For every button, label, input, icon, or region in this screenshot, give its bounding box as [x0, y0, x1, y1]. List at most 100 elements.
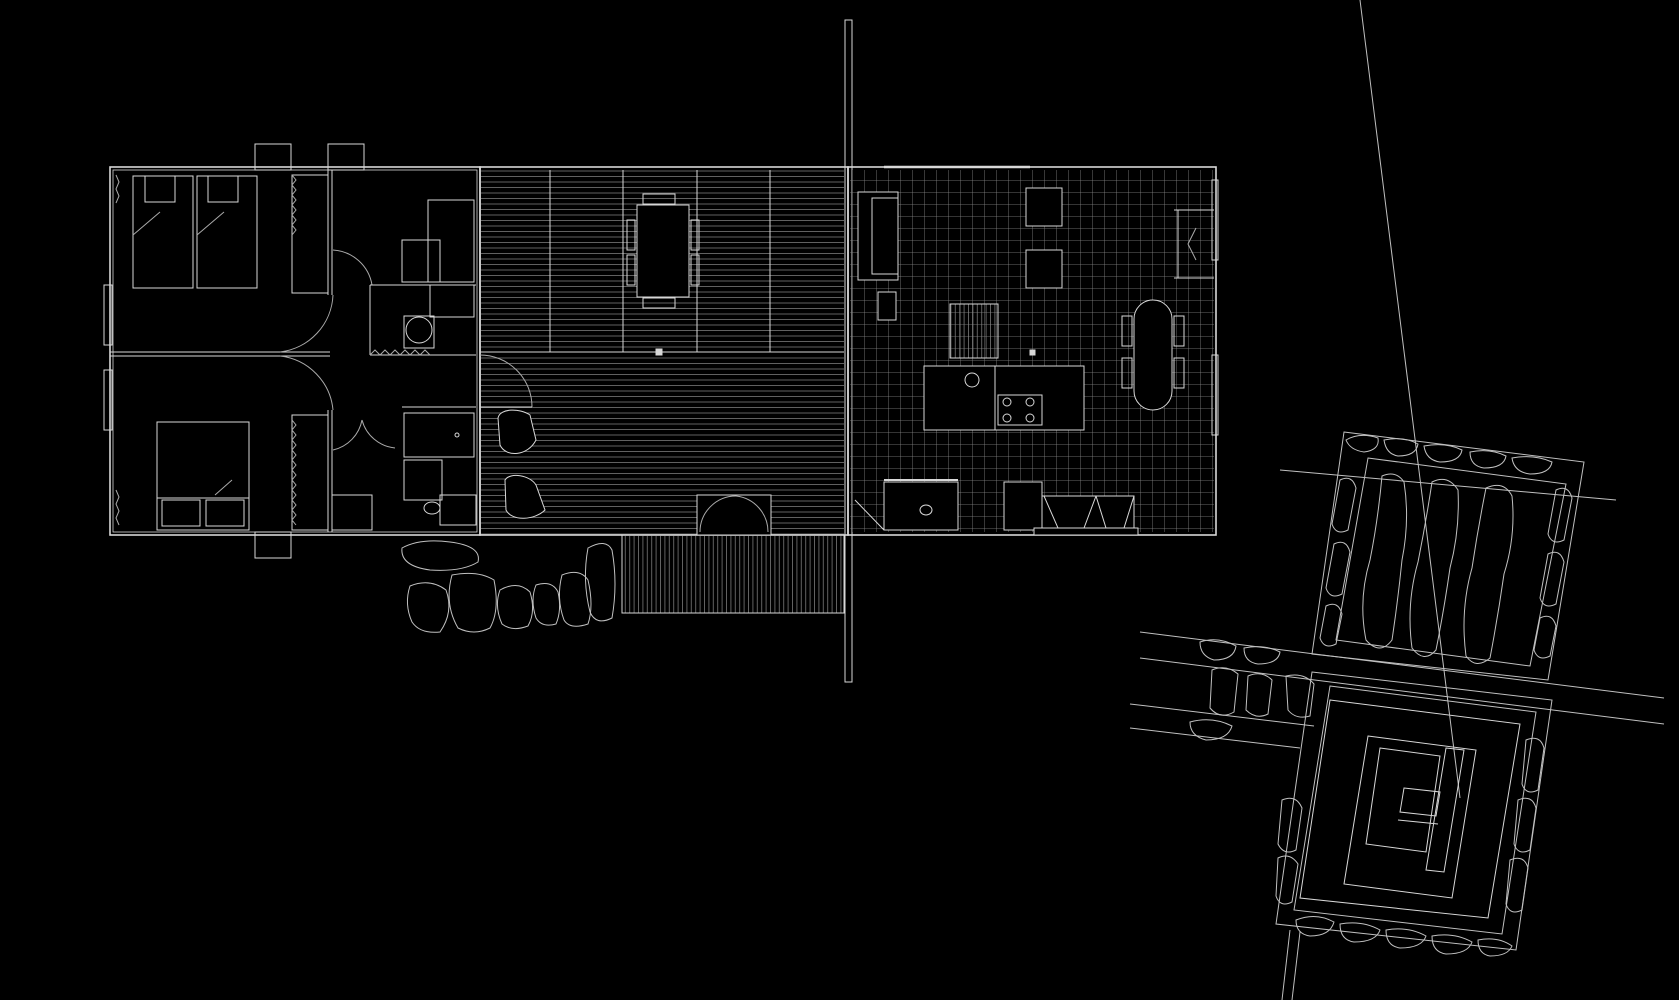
bedroom-wing-shape-14 [144, 175, 176, 203]
bedroom-wing-shape-24 [279, 294, 334, 353]
living-kitchen-shape-87 [847, 166, 1217, 536]
living-kitchen-shape-93 [1025, 249, 1063, 289]
bathrooms-shape-41 [429, 284, 475, 318]
bedroom-wing-shape-28 [332, 249, 373, 286]
living-kitchen-shape-119 [883, 481, 959, 531]
garden-shape-143 [1243, 646, 1281, 665]
stone-path-shape-83 [532, 583, 561, 626]
living-kitchen-shape-102 [1173, 357, 1185, 389]
bedroom-wing-shape-26 [332, 419, 363, 451]
bathrooms-shape-43 [403, 315, 435, 349]
bedroom-wing-shape-30 [327, 143, 365, 171]
covered-deck-shape-64 [626, 219, 636, 251]
garden-shape-139 [1423, 444, 1463, 463]
stone-path-shape-81 [448, 572, 497, 633]
garden-shape-136 [1463, 484, 1514, 664]
garden-shape-141 [1511, 456, 1553, 475]
garden-shape-148 [1275, 671, 1553, 951]
covered-deck-shape-73 [699, 495, 737, 533]
stone-path-shape-82 [496, 585, 534, 630]
bed-double [156, 421, 250, 531]
bedroom-wing-shape-21 [205, 499, 245, 527]
garden-shape-134 [1362, 473, 1408, 649]
living-kitchen-shape-97 [1187, 227, 1197, 261]
garden-shape-150 [1299, 699, 1521, 919]
living-kitchen-shape-92 [1025, 187, 1063, 227]
garden-shape-167 [1331, 477, 1357, 533]
living-kitchen-shape-105 [1029, 349, 1036, 356]
bedroom-wing-shape-17 [207, 175, 239, 203]
garden-shape-161 [1477, 938, 1513, 957]
bedroom-wing-shape-9 [291, 174, 329, 294]
living-kitchen-shape-98 [1133, 299, 1173, 411]
bedroom-wing-shape-29 [254, 143, 292, 171]
garden-shape-131 [1291, 931, 1301, 1000]
garden-shape-126 [1139, 657, 1665, 725]
living-kitchen-shape-99 [1121, 315, 1133, 347]
bedroom-wing-shape-2 [112, 169, 478, 533]
garden-shape-170 [1547, 487, 1573, 543]
stone-path [401, 540, 616, 633]
bathrooms-shape-47 [454, 432, 460, 438]
bathrooms-shape-44 [369, 349, 431, 356]
living-kitchen-shape-108 [964, 372, 980, 388]
entry-steps-shape-77 [621, 534, 845, 614]
living-kitchen-shape-113 [1025, 413, 1035, 423]
covered-deck-shape-70 [479, 354, 533, 408]
garden-shape-153 [1365, 747, 1441, 853]
garden-shape-151 [1343, 735, 1477, 899]
stone-path-shape-85 [584, 543, 616, 622]
bedroom-wing-shape-32 [103, 284, 113, 346]
garden-shape-152 [1359, 0, 1461, 799]
bedroom-wing-shape-20 [161, 499, 201, 527]
living-kitchen-shape-100 [1121, 357, 1133, 389]
bedroom-wing-shape-33 [103, 369, 113, 431]
bathrooms-shape-46 [403, 412, 475, 458]
garden-shape-147 [1285, 674, 1315, 718]
garden-shape-154 [1399, 787, 1441, 817]
living-kitchen-shape-115 [1041, 495, 1135, 531]
bathrooms-shape-40 [401, 239, 441, 283]
garden-shape-155 [1397, 819, 1439, 825]
bedroom-wing-shape-15 [132, 211, 161, 236]
living-kitchen-shape-121 [854, 499, 885, 531]
living-kitchen-shape-123 [1211, 354, 1219, 436]
garden-shape-160 [1431, 934, 1473, 955]
bedroom-wing-shape-12 [291, 419, 297, 526]
garden-shape-144 [1209, 667, 1239, 716]
entry-steps [621, 534, 845, 614]
stone-path-shape-79 [401, 540, 479, 571]
living-kitchen-shape-90 [871, 197, 899, 275]
covered-deck-shape-74 [735, 495, 769, 533]
garden-shape-135 [1409, 478, 1459, 657]
bathrooms-shape-48 [403, 459, 443, 501]
covered-deck-shape-69 [504, 474, 546, 519]
garden-shape-166 [1505, 857, 1529, 913]
bedroom-wing-shape-31 [254, 531, 292, 559]
garden-shape-128 [1129, 727, 1301, 749]
living-kitchen-shape-111 [1025, 397, 1035, 407]
garden-shape-132 [1311, 431, 1585, 681]
covered-deck-shape-65 [626, 254, 636, 286]
living-kitchen-shape-114 [1003, 481, 1043, 531]
living-kitchen-shape-112 [1002, 413, 1012, 423]
stone-path-shape-84 [558, 571, 592, 627]
garden-shape-130 [1281, 929, 1291, 1000]
bedroom-wing-shape-27 [361, 419, 396, 449]
entry-steps-shape-78 [621, 534, 845, 614]
living-kitchen-shape-103 [949, 303, 999, 359]
bathrooms-shape-39 [427, 199, 475, 283]
garden-shape-137 [1345, 434, 1379, 453]
garden-shape-165 [1513, 797, 1537, 853]
garden-shape-157 [1295, 916, 1335, 937]
living-kitchen-shape-120 [919, 504, 933, 516]
covered-deck-shape-72 [696, 494, 772, 536]
garden-shape-145 [1245, 673, 1273, 717]
garden-shape-146 [1189, 719, 1233, 741]
garden-shape-172 [1533, 615, 1557, 659]
covered-deck-shape-62 [642, 193, 676, 205]
bathrooms-shape-51 [331, 494, 373, 531]
garden-shape-140 [1469, 450, 1507, 469]
